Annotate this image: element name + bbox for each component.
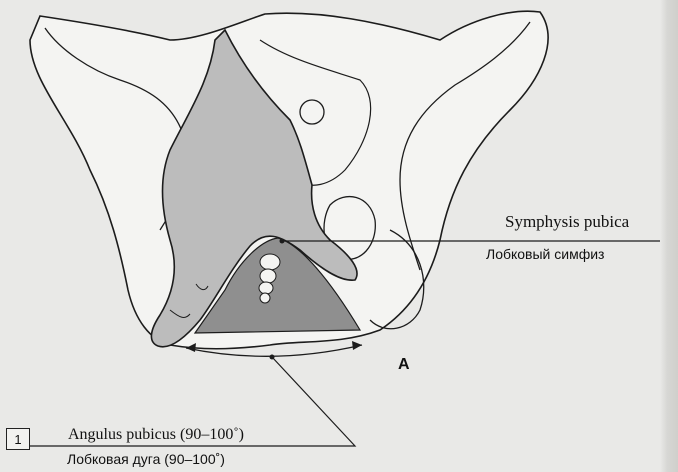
arrow-head-right: [352, 341, 362, 350]
symphysis-latin-label: Symphysis pubica: [505, 212, 629, 232]
angulus-russian-label: Лобковая дуга (90–100˚): [67, 451, 225, 467]
angulus-latin-label: Angulus pubicus (90–100˚): [68, 426, 244, 444]
symphysis-russian-label: Лобковый симфиз: [486, 246, 604, 262]
view-letter-label: A: [398, 356, 410, 374]
scan-edge-shading: [660, 0, 678, 472]
figure-number-box: 1: [6, 428, 30, 450]
